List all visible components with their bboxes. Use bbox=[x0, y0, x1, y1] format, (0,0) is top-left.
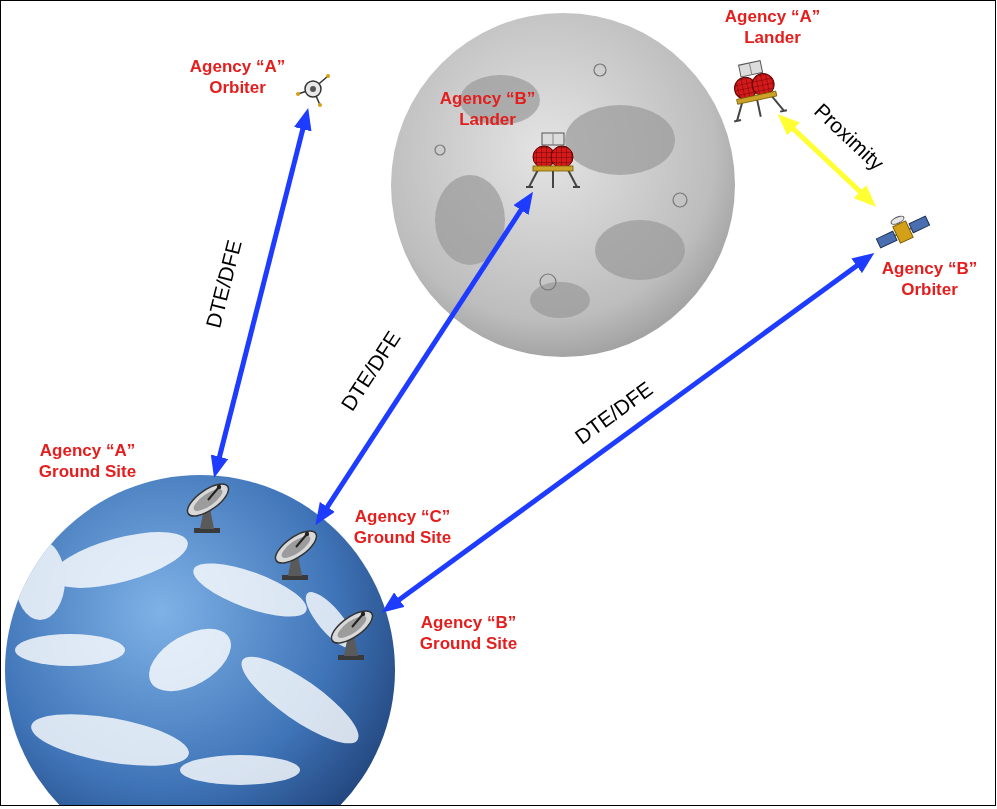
lander-icon bbox=[526, 133, 580, 188]
ground-site: Agency “C” Ground Site bbox=[266, 527, 326, 583]
link-label: Proximity bbox=[809, 99, 888, 176]
moon bbox=[391, 13, 735, 357]
node-label: Agency “A” Ground Site bbox=[25, 440, 150, 482]
orbiter: Agency “A” Orbiter bbox=[296, 72, 330, 106]
node-label: Agency “B” Orbiter bbox=[867, 258, 992, 300]
link-label: DTE/DFE bbox=[336, 327, 405, 415]
node-label: Agency “B” Ground Site bbox=[406, 612, 531, 654]
ground-dish bbox=[183, 478, 234, 533]
node-label: Agency “A” Lander bbox=[710, 6, 835, 48]
ground-dish bbox=[271, 525, 322, 580]
orbiter-icon bbox=[296, 74, 330, 107]
orbiter: Agency “B” Orbiter bbox=[876, 208, 930, 256]
earth bbox=[5, 475, 395, 806]
node-label: Agency “A” Orbiter bbox=[175, 56, 300, 98]
orbiter-icon bbox=[872, 206, 932, 251]
link-label: DTE/DFE bbox=[202, 237, 247, 330]
link-label: DTE/DFE bbox=[570, 377, 657, 449]
node-label: Agency “C” Ground Site bbox=[340, 506, 465, 548]
lander: Agency “B” Lander bbox=[526, 132, 580, 190]
lander-icon bbox=[723, 57, 787, 122]
dte-dfe-link bbox=[322, 202, 527, 516]
node-label: Agency “B” Lander bbox=[425, 88, 550, 130]
ground-site: Agency “A” Ground Site bbox=[178, 480, 236, 532]
ground-dish bbox=[327, 605, 378, 660]
ground-site: Agency “B” Ground Site bbox=[322, 607, 380, 663]
dte-dfe-link bbox=[391, 260, 864, 606]
lander: Agency “A” Lander bbox=[728, 62, 776, 118]
